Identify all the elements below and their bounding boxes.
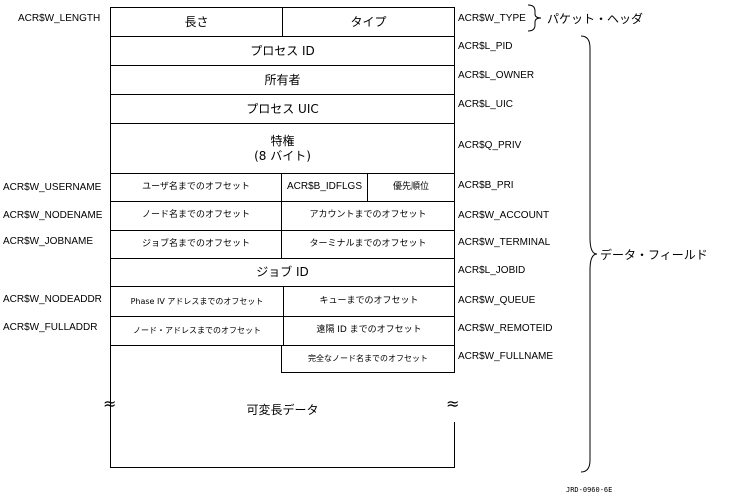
field-terminal-offset: ターミナルまでのオフセット <box>309 238 427 249</box>
field-priv-line1: 特権 <box>270 133 295 148</box>
row-divider <box>110 94 455 95</box>
left-label-fulladdr: ACR$W_FULLADDR <box>3 322 98 333</box>
field-pid: プロセス ID <box>111 37 454 65</box>
group-label-data-field: データ・フィールド <box>600 248 708 262</box>
figure-id: JRD-0960-6E <box>566 486 613 494</box>
right-label-fullname: ACR$W_FULLNAME <box>458 351 554 362</box>
column-divider <box>282 7 283 36</box>
frame-left-border <box>110 7 111 468</box>
right-label-terminal: ACR$W_TERMINAL <box>458 237 551 248</box>
column-divider <box>283 286 284 346</box>
column-divider <box>367 173 368 201</box>
field-owner: 所有者 <box>264 72 301 87</box>
field-remoteid-offset: 遠隔 ID までのオフセット <box>316 325 422 336</box>
field-username-offset: ユーザ名までのオフセット <box>142 181 250 192</box>
left-label-nodeaddr: ACR$W_NODEADDR <box>3 294 102 305</box>
break-mark-right: ≈ <box>446 394 460 413</box>
field-jobname-offset: ジョブ名までのオフセット <box>141 238 250 249</box>
row-divider <box>110 173 455 174</box>
right-label-priv: ACR$Q_PRIV <box>458 140 522 151</box>
break-mark-left: ≈ <box>103 394 117 413</box>
left-label-username: ACR$W_USERNAME <box>3 182 102 193</box>
row-divider <box>110 345 455 346</box>
field-priv-line2: (8 バイト) <box>254 148 311 163</box>
right-label-queue: ACR$W_QUEUE <box>458 295 536 306</box>
field-priv: 特権 (8 バイト) <box>111 124 454 173</box>
right-label-pri: ACR$B_PRI <box>458 180 514 191</box>
row-divider <box>281 372 455 373</box>
field-nodename-offset: ノード名までのオフセット <box>141 210 250 221</box>
column-divider <box>281 173 282 258</box>
right-label-remoteid: ACR$W_REMOTEID <box>458 323 553 334</box>
field-queue-offset: キューまでのオフセット <box>319 295 419 306</box>
left-label-length: ACR$W_LENGTH <box>18 13 101 24</box>
frame-right-border-lower <box>454 422 455 468</box>
field-uic: プロセス UIC <box>246 101 319 116</box>
field-idflgs: ACR$B_IDFLGS <box>286 181 363 193</box>
field-jobid: ジョブ ID <box>256 265 309 279</box>
row-divider <box>110 123 455 124</box>
row-divider <box>110 258 455 259</box>
column-divider <box>281 345 282 373</box>
group-label-packet-header: パケット・ヘッダ <box>547 12 644 26</box>
row-divider <box>110 230 455 231</box>
right-label-pid: ACR$L_PID <box>458 41 513 52</box>
field-nodeaddr-offset: Phase IV アドレスまでのオフセット <box>130 296 264 306</box>
row-divider <box>110 36 455 37</box>
packet-header-brace <box>527 4 542 32</box>
row-divider <box>110 316 455 317</box>
frame-right-border <box>454 7 455 372</box>
data-field-brace <box>580 35 598 473</box>
right-label-account: ACR$W_ACCOUNT <box>458 210 550 221</box>
row-divider <box>110 201 455 202</box>
right-label-type: ACR$W_TYPE <box>458 13 526 24</box>
field-priority: 優先順位 <box>392 181 429 192</box>
field-fulladdr-offset: ノード・アドレスまでのオフセット <box>133 326 261 335</box>
row-divider <box>110 65 455 66</box>
right-label-owner: ACR$L_OWNER <box>458 70 535 81</box>
field-pid-text: プロセス ID <box>250 43 315 58</box>
left-label-nodename: ACR$W_NODENAME <box>3 210 103 221</box>
right-label-uic: ACR$L_UIC <box>458 99 514 110</box>
field-fullname-offset: 完全なノード名までのオフセット <box>308 354 428 363</box>
left-label-jobname: ACR$W_JOBNAME <box>3 236 94 247</box>
field-variable-data: 可変長データ <box>246 402 319 417</box>
row-divider <box>110 286 455 287</box>
field-account-offset: アカウントまでのオフセット <box>309 210 427 221</box>
field-type: タイプ <box>350 14 387 29</box>
right-label-jobid: ACR$L_JOBID <box>458 265 526 276</box>
frame-bottom-border <box>110 467 455 468</box>
field-length: 長さ <box>184 14 209 29</box>
